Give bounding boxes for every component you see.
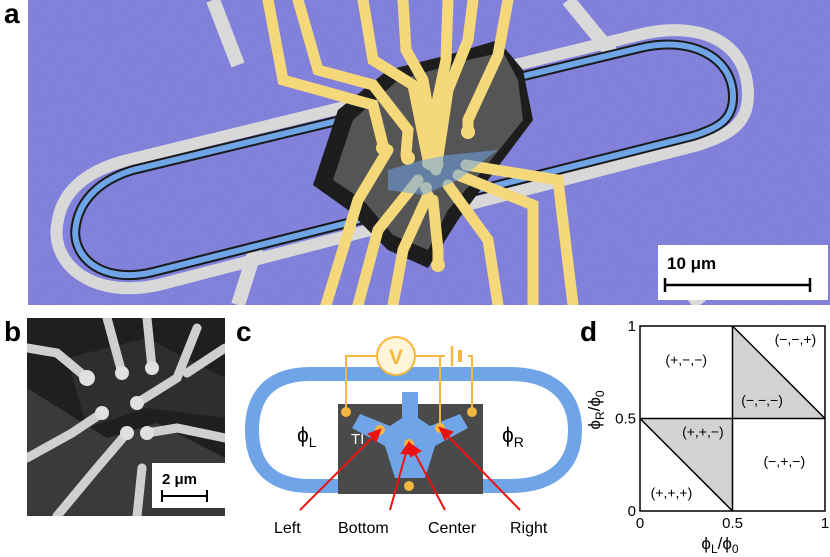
y-tick-label: 1 xyxy=(628,318,636,335)
junction-overlay xyxy=(388,150,498,195)
scale-bar-box-b xyxy=(152,463,225,508)
phi-r-sub: R xyxy=(514,434,524,450)
callout-right: Right xyxy=(510,520,548,537)
scale-bar-box xyxy=(658,245,828,300)
callout-center: Center xyxy=(428,520,477,537)
svg-text:ϕL: ϕL xyxy=(297,424,317,450)
y-tick-label: 0.5 xyxy=(615,411,636,428)
panel-b-label: b xyxy=(4,316,22,347)
callout-arrows xyxy=(299,426,521,511)
panel-b-micrograph: 2 μm xyxy=(27,318,225,516)
phi-l-label: ϕ xyxy=(297,424,309,447)
d-xlabel: ϕL/ϕ0 xyxy=(701,534,738,556)
battery-icon xyxy=(450,346,462,366)
ti-label: TI xyxy=(351,431,364,448)
c-ring xyxy=(244,367,583,493)
callout-left: Left xyxy=(274,520,301,537)
region-label: (−,−,−) xyxy=(741,392,783,408)
panel-d-label: d xyxy=(580,316,598,347)
voltmeter-icon xyxy=(376,336,416,376)
panel-c-schematic: V TI ϕL ϕR Left Bottom Center Right xyxy=(244,336,583,537)
svg-text:ϕR: ϕR xyxy=(502,424,524,450)
diagonal-upper xyxy=(731,325,826,420)
x-tick-label: 0 xyxy=(636,515,644,532)
b-leads xyxy=(27,318,225,516)
region-label: (+,+,−) xyxy=(682,423,724,439)
x-tick-label: 0.5 xyxy=(722,515,743,532)
panel-a-label: a xyxy=(4,0,20,29)
region-label: (+,−,−) xyxy=(665,351,707,367)
callout-bottom: Bottom xyxy=(338,520,389,537)
region-label: (+,+,+) xyxy=(651,485,693,501)
panel-c-label: c xyxy=(236,316,252,347)
x-tick-label: 1 xyxy=(821,515,829,532)
phi-l-sub: L xyxy=(309,434,317,450)
phi-r-label: ϕ xyxy=(502,424,514,447)
voltmeter-label: V xyxy=(389,346,403,369)
scale-bar-label-b: 2 μm xyxy=(162,471,197,488)
panel-a-micrograph: 10 μm xyxy=(28,0,830,305)
region-label: (−,+,−) xyxy=(763,453,805,469)
gold-leads xyxy=(262,0,579,305)
diagonal-lower xyxy=(639,417,734,512)
scale-bar-label-a: 10 μm xyxy=(667,254,716,273)
y-tick-label: 0 xyxy=(628,503,636,520)
c-junction xyxy=(352,392,468,478)
d-ylabel: ϕR/ϕ0 xyxy=(585,390,607,429)
region-label: (−,−,+) xyxy=(775,331,817,347)
phase-diagram: 0 0.5 1 0 0.5 1 (+,−,−) (−,−,+) (−,−,−) (+,+,−) (−… xyxy=(585,318,829,556)
